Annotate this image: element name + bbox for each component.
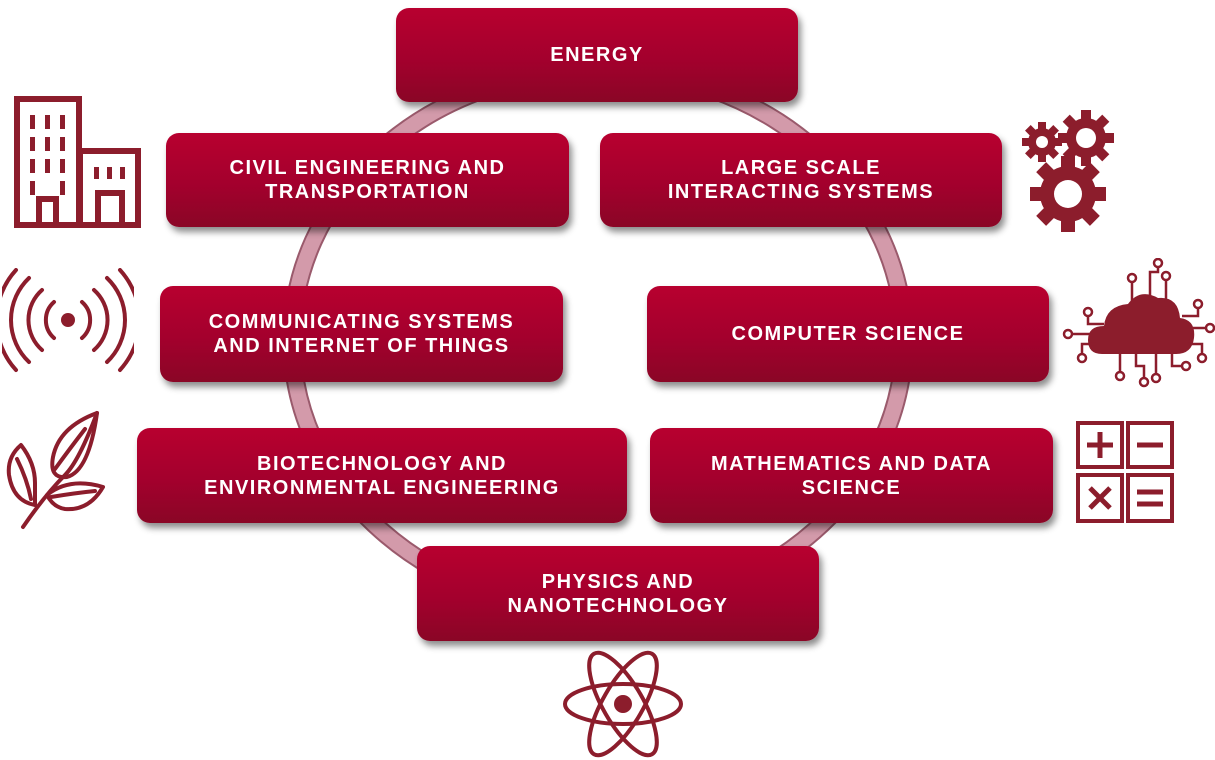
topic-biotechnology[interactable]: BIOTECHNOLOGY AND ENVIRONMENTAL ENGINEER… [137,428,627,523]
plant-leaves-icon [5,405,110,530]
topic-mathematics[interactable]: MATHEMATICS AND DATA SCIENCE [650,428,1053,523]
calculator-icon [1075,420,1175,525]
topic-civil-engineering[interactable]: CIVIL ENGINEERING AND TRANSPORTATION [166,133,569,227]
wireless-signal-icon [2,268,134,373]
topic-computer-science[interactable]: COMPUTER SCIENCE [647,286,1049,382]
atom-icon [563,648,683,760]
topic-large-scale-systems[interactable]: LARGE SCALE INTERACTING SYSTEMS [600,133,1002,227]
topic-physics[interactable]: PHYSICS AND NANOTECHNOLOGY [417,546,819,641]
cloud-circuit-icon [1060,258,1215,388]
topic-communicating-systems[interactable]: COMMUNICATING SYSTEMS AND INTERNET OF TH… [160,286,563,382]
building-icon [12,95,142,230]
topic-energy[interactable]: ENERGY [396,8,798,102]
gears-icon [1022,110,1122,235]
